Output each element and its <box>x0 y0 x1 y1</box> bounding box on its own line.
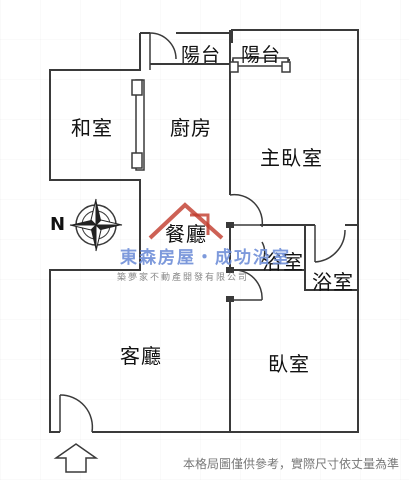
windows <box>131 57 291 171</box>
room-label-balcony-left: 陽台 <box>181 44 222 66</box>
walls <box>49 29 359 433</box>
room-label-bathroom-right: 浴室 <box>312 270 354 294</box>
disclaimer-note: 本格局圖僅供參考，實際尺寸依丈量為準 <box>182 457 399 471</box>
room-label-kitchen: 廚房 <box>170 116 212 140</box>
room-label-living-room: 客廳 <box>120 344 162 368</box>
doors <box>59 32 346 433</box>
room-label-master-bedroom: 主臥室 <box>260 146 323 170</box>
compass-rose <box>69 198 123 252</box>
room-label-balcony-right: 陽台 <box>241 44 282 66</box>
room-label-bedroom: 臥室 <box>268 352 310 376</box>
watermark-logo <box>148 202 224 240</box>
door-frames <box>226 222 234 302</box>
north-label: N <box>50 214 66 235</box>
room-label-bathroom-center: 浴室 <box>262 250 304 274</box>
watermark-company: 東森房屋・成功沿室 <box>120 248 291 268</box>
room-label-dining: 餐廳 <box>165 222 207 246</box>
room-label-japanese-room: 和室 <box>71 116 113 140</box>
watermark-tagline: 築夢家不動產開發有限公司 <box>117 273 250 283</box>
entrance-arrow-icon <box>53 443 99 473</box>
